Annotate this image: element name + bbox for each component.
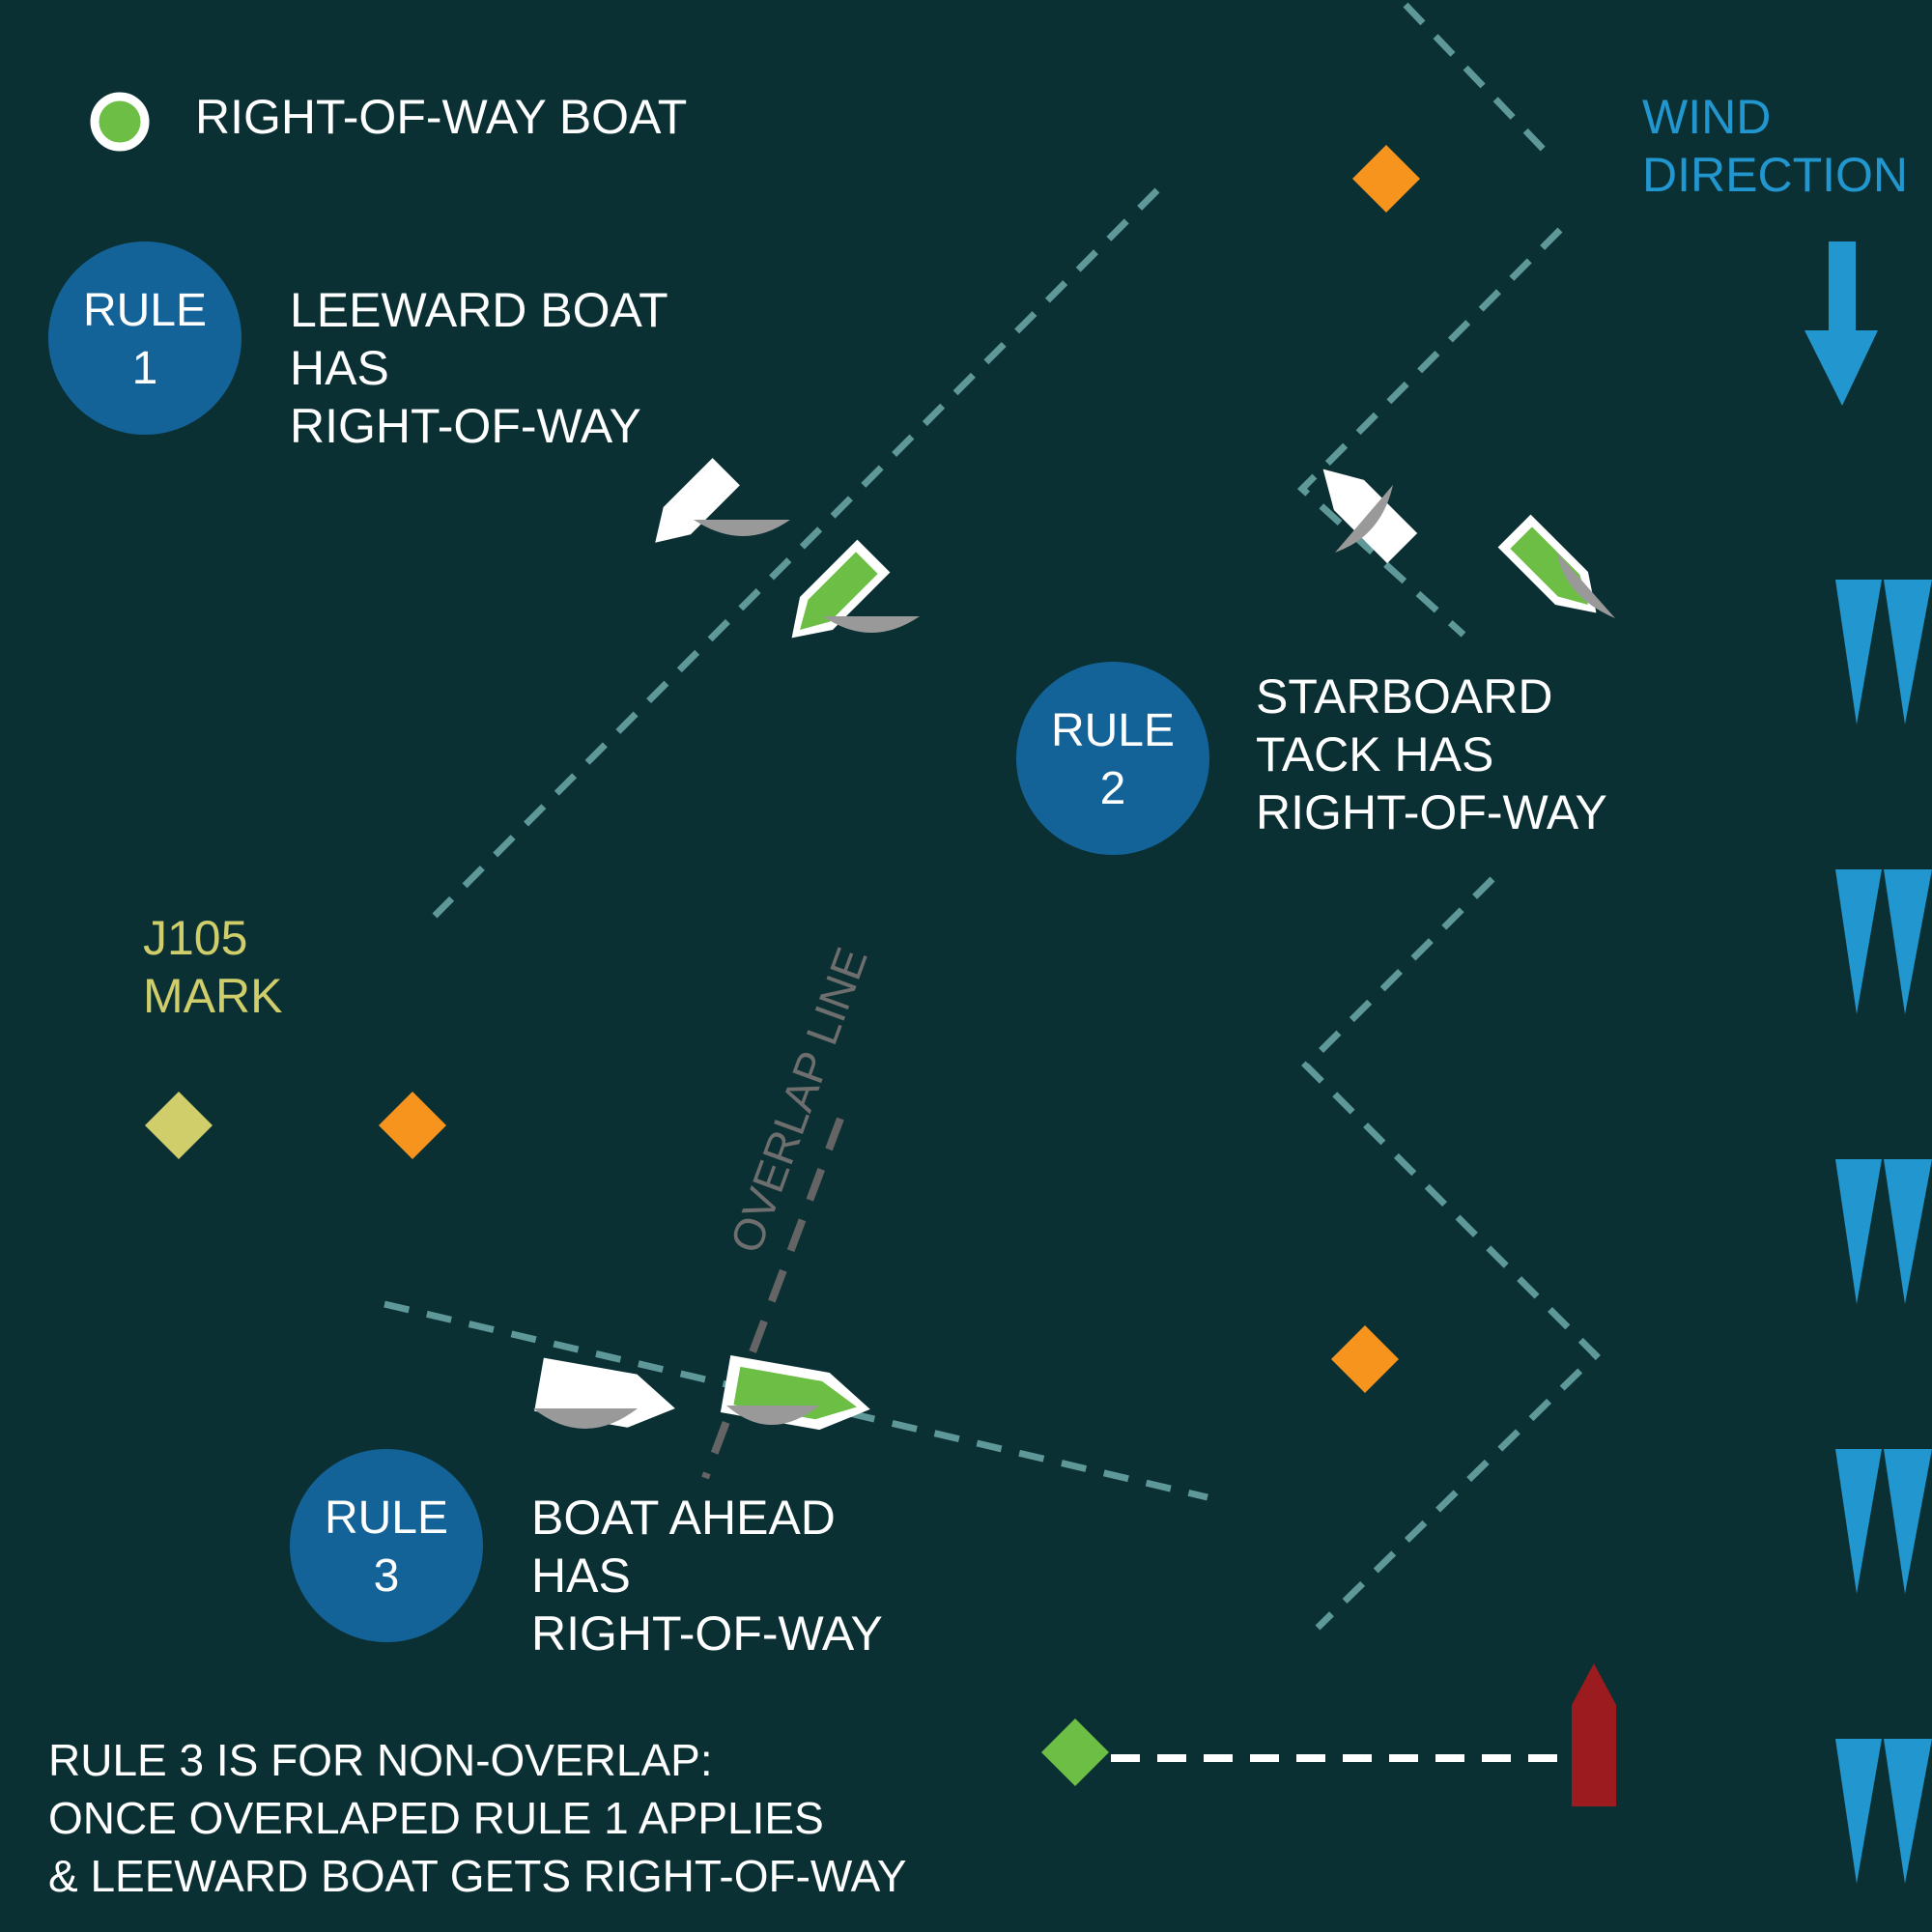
arrow-down-icon bbox=[1804, 242, 1878, 406]
wave-icon bbox=[1884, 1159, 1932, 1304]
footnote: RULE 3 IS FOR NON-OVERLAP: ONCE OVERLAPE… bbox=[48, 1735, 907, 1901]
mark-label-line2: MARK bbox=[143, 969, 282, 1023]
sail-rule3-ahead bbox=[726, 1406, 819, 1425]
footnote-line: & LEEWARD BOAT GETS RIGHT-OF-WAY bbox=[48, 1851, 907, 1901]
legend: RIGHT-OF-WAY BOAT bbox=[90, 90, 687, 152]
rule-badge-number: 3 bbox=[374, 1550, 400, 1602]
rule-badge-number: 2 bbox=[1100, 763, 1126, 814]
rule-3: RULE 3 BOAT AHEAD HAS RIGHT-OF-WAY bbox=[290, 1449, 883, 1661]
wave-icon bbox=[1884, 869, 1932, 1014]
boat-rule1-leeward bbox=[791, 539, 891, 639]
wave-icon bbox=[1835, 580, 1882, 724]
wind-label-line1: WIND bbox=[1642, 90, 1771, 144]
rule-1: RULE 1 LEEWARD BOAT HAS RIGHT-OF-WAY bbox=[48, 242, 668, 453]
rule-description-line: LEEWARD BOAT bbox=[290, 283, 668, 337]
legend-label: RIGHT-OF-WAY BOAT bbox=[195, 90, 687, 144]
rule-description-line: RIGHT-OF-WAY bbox=[531, 1606, 883, 1661]
rule-description-line: HAS bbox=[531, 1548, 631, 1603]
wind-label-line2: DIRECTION bbox=[1642, 148, 1908, 202]
sail-rule2-starboard bbox=[1557, 553, 1615, 618]
rule-description-line: HAS bbox=[290, 341, 389, 395]
rule-description-line: TACK HAS bbox=[1256, 727, 1493, 781]
rule-badge-number: 1 bbox=[132, 343, 158, 394]
wave-icon bbox=[1835, 1159, 1882, 1304]
pin-end-buoy bbox=[1041, 1719, 1109, 1786]
wave-icon bbox=[1835, 1449, 1882, 1594]
orange-buoy-right bbox=[1331, 1325, 1399, 1393]
rule-description-line: RIGHT-OF-WAY bbox=[290, 399, 641, 453]
rule-description-line: RIGHT-OF-WAY bbox=[1256, 785, 1607, 839]
rule-2: RULE 2 STARBOARD TACK HAS RIGHT-OF-WAY bbox=[1016, 662, 1607, 855]
sail-rule3-astern bbox=[533, 1408, 638, 1429]
course-marks bbox=[145, 145, 1616, 1806]
course-line-zigzag bbox=[1301, 876, 1601, 1631]
wave-icon bbox=[1884, 1449, 1932, 1594]
wind-indicator: WIND DIRECTION bbox=[1642, 90, 1908, 406]
rule-description-line: BOAT AHEAD bbox=[531, 1491, 836, 1545]
boat-rule1-windward bbox=[655, 458, 740, 543]
wave-icon bbox=[1835, 869, 1882, 1014]
orange-buoy-top-shape bbox=[1352, 145, 1420, 213]
course-line-rule3 bbox=[384, 1300, 1208, 1501]
rule-badge bbox=[48, 242, 242, 435]
mark-label-line1: J105 bbox=[143, 911, 247, 965]
rule-badge bbox=[1016, 662, 1209, 855]
course-line-upper-right bbox=[1403, 2, 1548, 155]
wind-waves bbox=[1835, 580, 1932, 1884]
sail-rule1-windward bbox=[694, 520, 790, 536]
footnote-line: RULE 3 IS FOR NON-OVERLAP: bbox=[48, 1735, 713, 1785]
footnote-line: ONCE OVERLAPED RULE 1 APPLIES bbox=[48, 1793, 824, 1843]
rule-badge-title: RULE bbox=[325, 1492, 448, 1544]
orange-buoy-left bbox=[379, 1092, 446, 1159]
course-line-right-tack bbox=[1296, 227, 1563, 638]
wave-icon bbox=[1884, 1739, 1932, 1884]
boat-rule2-starboard bbox=[1497, 514, 1597, 613]
rule-description-line: STARBOARD bbox=[1256, 669, 1552, 724]
sail-rule1-leeward bbox=[823, 616, 920, 633]
j105-mark-buoy bbox=[145, 1092, 213, 1159]
rule-badge bbox=[290, 1449, 483, 1642]
rule-badge-title: RULE bbox=[1051, 705, 1175, 756]
right-of-way-marker-icon bbox=[90, 92, 150, 152]
wave-icon bbox=[1835, 1739, 1882, 1884]
rule-badge-title: RULE bbox=[83, 285, 207, 336]
j105-mark-label: J105 MARK bbox=[143, 911, 282, 1023]
committee-boat bbox=[1572, 1663, 1616, 1806]
sail-rule2-port bbox=[1335, 485, 1393, 553]
overlap-line bbox=[701, 1117, 844, 1480]
boats bbox=[533, 458, 1615, 1431]
wave-icon bbox=[1884, 580, 1932, 724]
course-lines bbox=[384, 2, 1601, 1762]
